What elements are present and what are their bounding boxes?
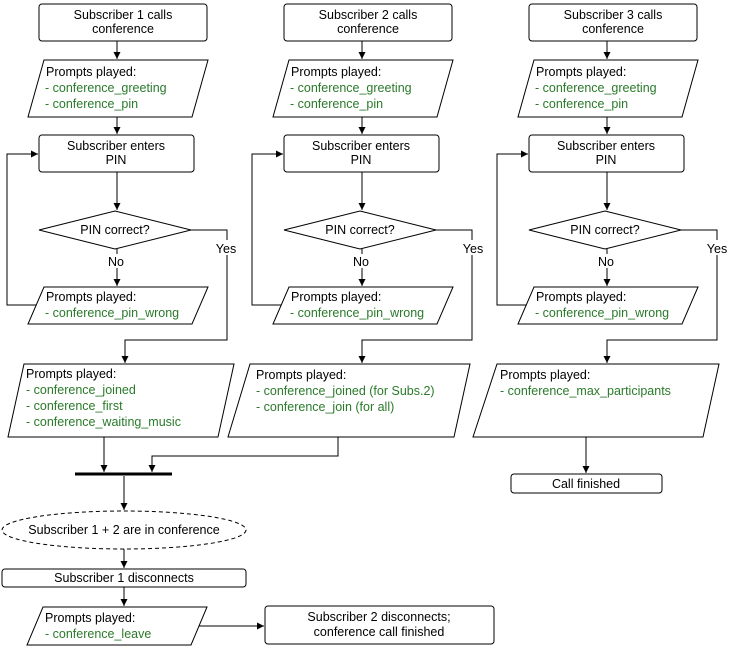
sub2-wrong-heading: Prompts played: <box>291 290 381 304</box>
sub3-call-finished-box <box>510 473 663 494</box>
sub1-disconnects-label: Subscriber 1 disconnects <box>54 571 194 585</box>
sub2-disconnects-line2: conference call finished <box>314 625 445 639</box>
sub2-joined-prompt-joined: - conference_joined (for Subs.2) <box>256 384 435 398</box>
sub1-prompt-pin: - conference_pin <box>45 97 138 111</box>
sub3-wrong-prompt: - conference_pin_wrong <box>535 306 669 320</box>
flow-subscriber-2: Subscriber 2 calls conference Prompts pl… <box>227 3 487 438</box>
sub2-calls-box <box>283 3 453 42</box>
sub1-prompt-greeting: - conference_greeting <box>45 81 167 95</box>
arrow-sub1-yes <box>121 229 228 363</box>
sub3-yes-label: Yes <box>707 242 727 256</box>
sub2-joined-parallelogram <box>227 363 471 438</box>
sub2-disconnects-box <box>264 605 495 645</box>
sub2-prompt-greeting: - conference_greeting <box>290 81 412 95</box>
leave-prompt: - conference_leave <box>45 627 151 641</box>
sub3-no-label: No <box>598 255 614 269</box>
sub1-enter-pin-line2: PIN <box>106 153 127 167</box>
flow-subscriber-1: Subscriber 1 calls conference Prompts pl… <box>6 3 240 438</box>
sub2-calls-line2: conference <box>337 22 399 36</box>
arrow-sub3-yes <box>603 229 718 363</box>
sub1-decision-diamond <box>38 210 192 250</box>
sub2-wrong-parallelogram <box>272 286 454 325</box>
sub1-joined-prompt-first: - conference_first <box>26 399 123 413</box>
sub1-yes-label-bg <box>212 240 240 255</box>
sub3-wrong-heading: Prompts played: <box>536 290 626 304</box>
arrow-sub3-retry-loop <box>496 150 528 306</box>
leave-prompts-parallelogram <box>26 606 208 646</box>
sub2-wrong-prompt: - conference_pin_wrong <box>290 306 424 320</box>
sub2-disconnects-line1: Subscriber 2 disconnects; <box>307 610 450 624</box>
sub2-joined-heading: Prompts played: <box>256 368 346 382</box>
sub3-enter-pin-line1: Subscriber enters <box>557 139 655 153</box>
sub3-calls-line2: conference <box>582 22 644 36</box>
sub1-prompts-parallelogram <box>27 59 209 118</box>
sub3-max-heading: Prompts played: <box>500 368 590 382</box>
sub2-prompts-heading: Prompts played: <box>291 65 381 79</box>
sub3-calls-box <box>528 3 698 42</box>
sub2-prompt-pin: - conference_pin <box>290 97 383 111</box>
sub1-prompts-heading: Prompts played: <box>46 65 136 79</box>
sub2-no-label-bg <box>351 254 373 268</box>
sub3-wrong-parallelogram <box>517 286 699 325</box>
sub3-calls-line1: Subscriber 3 calls <box>564 8 663 22</box>
sub3-enter-pin-line2: PIN <box>596 153 617 167</box>
sub3-max-prompt: - conference_max_participants <box>500 384 671 398</box>
arrow-sub1-retry-loop <box>6 150 38 306</box>
sub1-no-label: No <box>108 255 124 269</box>
sub1-enter-pin-line1: Subscriber enters <box>67 139 165 153</box>
in-conference-label: Subscriber 1 + 2 are in conference <box>28 523 219 537</box>
sub1-calls-box <box>38 3 208 42</box>
leave-prompts-heading: Prompts played: <box>45 611 135 625</box>
sub3-no-label-bg <box>596 254 618 268</box>
sub1-calls-line1: Subscriber 1 calls <box>74 8 173 22</box>
sub3-max-parallelogram <box>472 363 720 438</box>
sub3-yes-label-bg <box>703 240 731 255</box>
sub2-yes-label: Yes <box>463 242 483 256</box>
sub2-yes-label-bg <box>459 240 487 255</box>
flow-subscriber-3: Subscriber 3 calls conference Prompts pl… <box>472 3 731 494</box>
sub3-decision-label: PIN correct? <box>570 223 640 237</box>
sub3-call-finished-label: Call finished <box>552 477 620 491</box>
sub2-calls-line1: Subscriber 2 calls <box>319 8 418 22</box>
sub1-decision-label: PIN correct? <box>80 223 150 237</box>
sub1-joined-prompt-joined: - conference_joined <box>26 383 136 397</box>
sub2-joined-prompt-join: - conference_join (for all) <box>256 400 394 414</box>
sub3-prompts-parallelogram <box>517 59 699 118</box>
arrow-sub2-to-join <box>148 437 339 472</box>
sub1-wrong-prompt: - conference_pin_wrong <box>45 306 179 320</box>
arrow-sub2-yes <box>358 229 473 363</box>
sub1-no-label-bg <box>106 254 128 268</box>
sub1-yes-label: Yes <box>216 242 236 256</box>
sub1-joined-prompt-music: - conference_waiting_music <box>26 415 181 429</box>
sub3-decision-diamond <box>528 210 682 250</box>
sub1-joined-heading: Prompts played: <box>26 367 116 381</box>
sub2-enter-pin-line1: Subscriber enters <box>312 139 410 153</box>
sub1-wrong-heading: Prompts played: <box>46 290 136 304</box>
sub2-no-label: No <box>353 255 369 269</box>
conference-section: Subscriber 1 + 2 are in conference Subsc… <box>1 437 495 646</box>
sub2-prompts-parallelogram <box>272 59 454 118</box>
sub1-joined-parallelogram <box>7 363 235 438</box>
sub3-prompts-heading: Prompts played: <box>536 65 626 79</box>
sub3-prompt-greeting: - conference_greeting <box>535 81 657 95</box>
arrow-sub2-retry-loop <box>251 150 283 306</box>
sub2-decision-diamond <box>283 210 437 250</box>
sub1-calls-line2: conference <box>92 22 154 36</box>
sub2-decision-label: PIN correct? <box>325 223 395 237</box>
sub3-prompt-pin: - conference_pin <box>535 97 628 111</box>
sub2-enter-pin-line2: PIN <box>351 153 372 167</box>
sub1-wrong-parallelogram <box>27 286 209 325</box>
